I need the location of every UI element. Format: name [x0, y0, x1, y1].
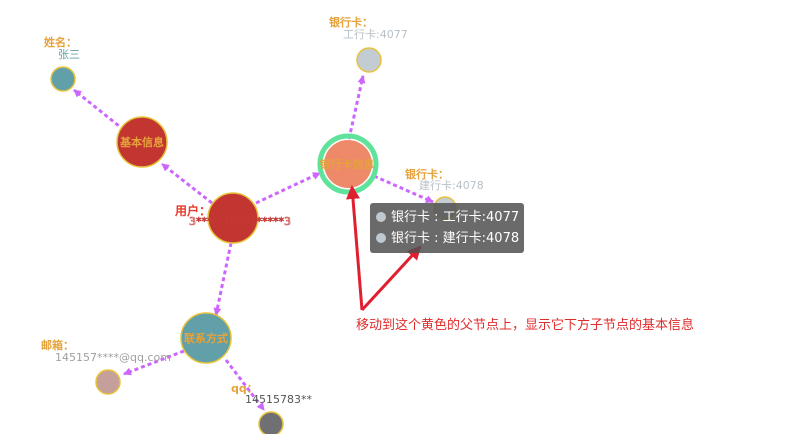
- bank-info-label: 银行卡信息: [320, 157, 375, 171]
- user-node[interactable]: [207, 192, 259, 244]
- user-value-label: 3****************3: [189, 215, 291, 228]
- contact-node[interactable]: [180, 312, 232, 364]
- name-value-label: 张三: [58, 48, 80, 61]
- annotation-text: 移动到这个黄色的父节点上，显示它下方子节点的基本信息: [356, 318, 695, 333]
- bank-info-node[interactable]: [324, 140, 372, 188]
- name-key-label: 姓名：: [44, 35, 77, 49]
- name-leaf-node[interactable]: [50, 66, 76, 92]
- jianxing-value-label: 建行卡:4078: [419, 178, 484, 192]
- tooltip-row-text: 银行卡 : 工行卡:4077: [391, 210, 520, 225]
- gongxing-leaf-node[interactable]: [356, 47, 382, 73]
- tooltip-row: 银行卡 : 工行卡:4077: [376, 207, 520, 228]
- edge-basic-name: [73, 88, 125, 132]
- bullet-icon: [376, 212, 386, 222]
- annotation-arrow-to-parent: [345, 185, 364, 311]
- email-value-label: 145157****@qq.com: [55, 351, 171, 364]
- contact-label: 联系方式: [184, 331, 228, 345]
- tooltip-row-text: 银行卡 : 建行卡:4078: [391, 231, 520, 246]
- tooltip-row: 银行卡 : 建行卡:4078: [376, 228, 520, 249]
- edge-user-basic: [161, 162, 213, 205]
- basic-info-node[interactable]: [116, 116, 168, 168]
- gongxing-value-label: 工行卡:4077: [343, 28, 408, 41]
- bank-cards-tooltip: 银行卡 : 工行卡:4077 银行卡 : 建行卡:4078: [370, 203, 524, 253]
- edge-bank-gongxing: [347, 75, 366, 140]
- edge-contact-qq: [224, 359, 266, 411]
- edge-contact-email: [123, 349, 185, 376]
- qq-leaf-node[interactable]: [258, 411, 284, 434]
- jianxing-key-label: 银行卡：: [405, 167, 449, 181]
- email-leaf-node[interactable]: [95, 369, 121, 395]
- edge-bank-jianxing: [373, 174, 434, 204]
- user-key-label: 用户：: [174, 203, 211, 218]
- email-key-label: 邮箱：: [41, 338, 74, 352]
- basic-info-label: 基本信息: [119, 135, 164, 149]
- qq-value-label: 14515783**: [245, 393, 312, 406]
- annotation-arrow-to-tooltip: [360, 245, 422, 312]
- bullet-icon: [376, 233, 386, 243]
- edge-user-contact: [213, 242, 233, 316]
- qq-key-label: qq：: [231, 382, 258, 395]
- edge-user-bank: [255, 171, 321, 205]
- gongxing-key-label: 银行卡：: [329, 15, 373, 29]
